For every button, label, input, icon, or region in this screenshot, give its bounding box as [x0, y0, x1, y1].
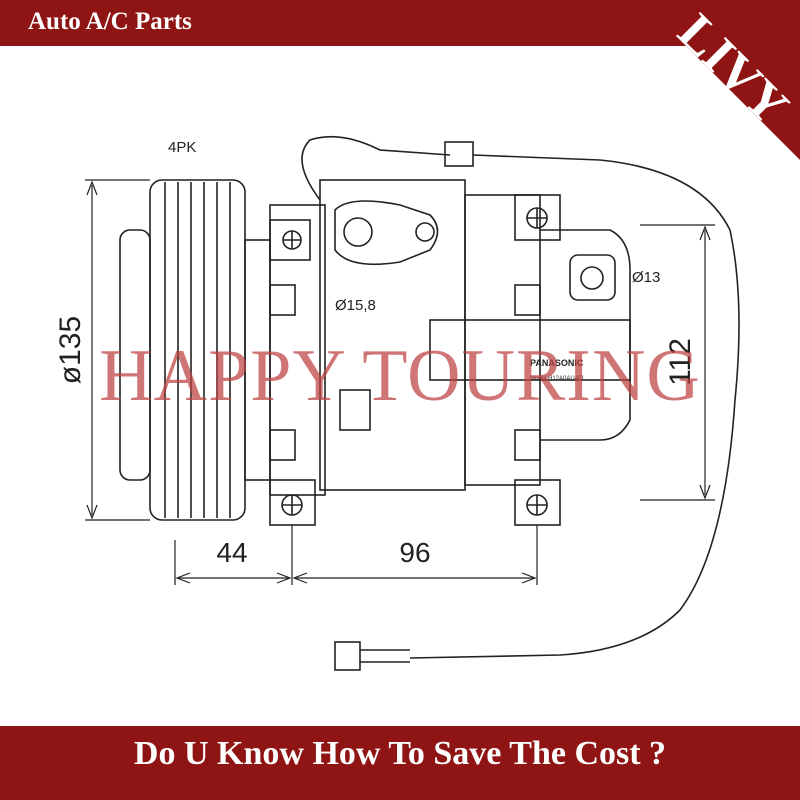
height-label: 112 — [664, 338, 697, 386]
bottom-banner — [0, 726, 800, 800]
width-left-label: 44 — [216, 537, 247, 568]
compressor-body — [269, 135, 740, 671]
dimension-lines — [85, 179, 715, 585]
pulley — [119, 179, 271, 521]
diameter-label: ø135 — [54, 316, 87, 384]
nameplate-brand: PANASONIC — [530, 358, 584, 368]
nameplate-model: Model H12A0AU4EL — [530, 376, 586, 382]
store-name: Auto A/C Parts — [28, 8, 192, 35]
tagline: Do U Know How To Save The Cost ? — [133, 735, 667, 772]
pulley-label: 4PK — [168, 139, 196, 156]
suction-port-label: Ø15,8 — [335, 297, 376, 314]
discharge-port-label: Ø13 — [632, 269, 660, 286]
width-right-label: 96 — [399, 537, 430, 568]
